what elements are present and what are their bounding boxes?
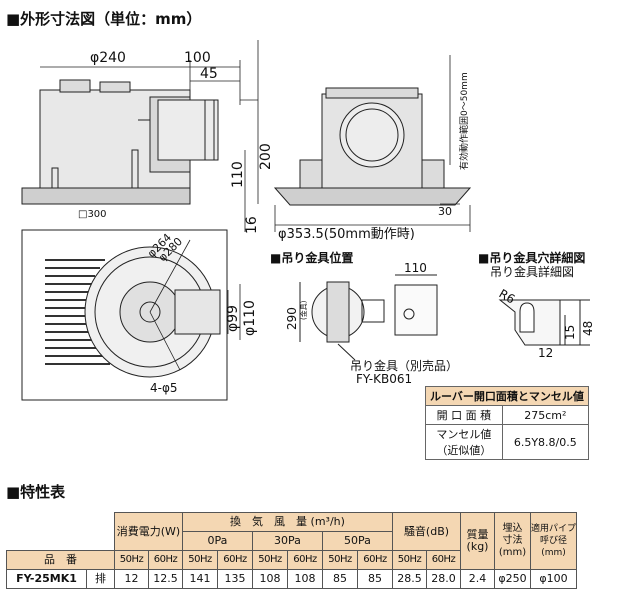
- hz-0pa-60: 60Hz: [217, 550, 253, 570]
- row-val: 12.5: [148, 569, 183, 589]
- hanger-hole-subtitle: 吊り金具詳細図: [490, 264, 574, 279]
- row-model: FY-25MK1: [6, 569, 87, 589]
- hdr-30pa: 30Pa: [252, 531, 323, 551]
- hdr-mass-label: 質量: [466, 528, 489, 541]
- row-val: 12: [114, 569, 149, 589]
- hanger-d290-note: (金具): [299, 300, 308, 320]
- dim-16: 16: [244, 216, 260, 234]
- hz-noise-60: 60Hz: [426, 550, 461, 570]
- hz-50pa-60: 60Hz: [357, 550, 393, 570]
- dim-d353: φ353.5(50mm動作時): [278, 227, 415, 242]
- hdr-embed-label: 埋込: [502, 523, 523, 534]
- hole-d48: 48: [581, 321, 595, 336]
- front-view: [273, 87, 472, 206]
- dim-200: 200: [258, 143, 274, 170]
- dim-adjust-range: 有効動作範囲0〜50mm: [458, 72, 470, 170]
- hole-r6: R6: [497, 286, 518, 306]
- row-val: 108: [252, 569, 288, 589]
- louver-munsell-label2: （近似値）: [436, 444, 492, 457]
- dim-4-d5: 4-φ5: [150, 381, 178, 395]
- dim-100: 100: [184, 50, 211, 66]
- dim-30: 30: [438, 205, 452, 218]
- row-val: 28.5: [392, 569, 427, 589]
- hz-noise-50: 50Hz: [392, 550, 427, 570]
- hdr-embed-label2: 寸法: [502, 535, 523, 546]
- hdr-embed-unit: (mm): [498, 547, 527, 558]
- hdr-noise: 騒音(dB): [392, 512, 461, 551]
- hdr-mass-unit: (kg): [466, 540, 489, 553]
- louver-value-munsell: 6.5Y8.8/0.5: [501, 424, 589, 460]
- hanger-hole-title: ■吊り金具穴詳細図: [478, 250, 585, 265]
- hdr-mass: 質量 (kg): [460, 512, 495, 570]
- hz-30pa-60: 60Hz: [287, 550, 323, 570]
- row-type: 排: [86, 569, 115, 589]
- hanger-d110: 110: [404, 261, 427, 275]
- dim-d240: φ240: [90, 50, 126, 66]
- hdr-pipe-label: 適用パイプ: [531, 524, 577, 534]
- louver-value-area: 275cm²: [501, 405, 589, 425]
- row-val: φ100: [529, 569, 578, 589]
- louver-table: ルーバー開口面積とマンセル値 開 口 面 積 275cm² マンセル値 （近似値…: [425, 386, 589, 460]
- hdr-model: 品 番: [6, 550, 115, 570]
- louver-label-munsell: マンセル値 （近似値）: [425, 424, 503, 460]
- hz-power-60: 60Hz: [148, 550, 183, 570]
- spec-title: ■特性表: [6, 483, 66, 501]
- bottom-view: [21, 229, 228, 401]
- side-view: [21, 79, 219, 205]
- row-val: 85: [322, 569, 358, 589]
- hanger-hole-figure: [498, 299, 590, 346]
- page-title: ■外形寸法図（単位：mm）: [6, 10, 201, 28]
- hdr-pipe-label2: 呼び径: [540, 536, 568, 546]
- dim-sq300: □300: [78, 209, 107, 220]
- dim-d110: φ110: [242, 300, 258, 336]
- hanger-d290: 290: [285, 307, 299, 330]
- row-val: 141: [182, 569, 218, 589]
- louver-munsell-label: マンセル値: [436, 428, 492, 441]
- hdr-50pa: 50Pa: [322, 531, 393, 551]
- row-val: 135: [217, 569, 253, 589]
- hdr-0pa: 0Pa: [182, 531, 253, 551]
- hz-50pa-50: 50Hz: [322, 550, 358, 570]
- hz-0pa-50: 50Hz: [182, 550, 218, 570]
- spec-table: 消費電力(W) 換 気 風 量 (m³/h) 騒音(dB) 質量 (kg) 埋込…: [6, 512, 578, 589]
- hole-d12: 12: [538, 346, 553, 360]
- hanger-pos-title: ■吊り金具位置: [270, 250, 353, 265]
- row-val: 85: [357, 569, 393, 589]
- row-val: 2.4: [460, 569, 495, 589]
- hdr-power: 消費電力(W): [114, 512, 183, 551]
- dim-110-vertical: 110: [230, 161, 246, 188]
- dim-45: 45: [200, 66, 218, 82]
- hz-30pa-50: 50Hz: [252, 550, 288, 570]
- dim-d99: φ99: [225, 305, 241, 332]
- louver-label-area: 開 口 面 積: [425, 405, 503, 425]
- hdr-embed: 埋込 寸法 (mm): [494, 512, 531, 570]
- hanger-pos-figure: [299, 274, 438, 361]
- hanger-part: 吊り金具（別売品）: [350, 358, 458, 373]
- row-val: 28.0: [426, 569, 461, 589]
- hdr-pipe-unit: (mm): [541, 548, 566, 558]
- hanger-model: FY-KB061: [356, 372, 412, 386]
- row-val: φ250: [494, 569, 531, 589]
- hdr-airflow: 換 気 風 量 (m³/h): [182, 512, 393, 532]
- louver-title: ルーバー開口面積とマンセル値: [425, 386, 589, 406]
- hdr-pipe: 適用パイプ 呼び径 (mm): [529, 512, 578, 570]
- hole-d15: 15: [563, 325, 577, 340]
- hz-power-50: 50Hz: [114, 550, 149, 570]
- row-val: 108: [287, 569, 323, 589]
